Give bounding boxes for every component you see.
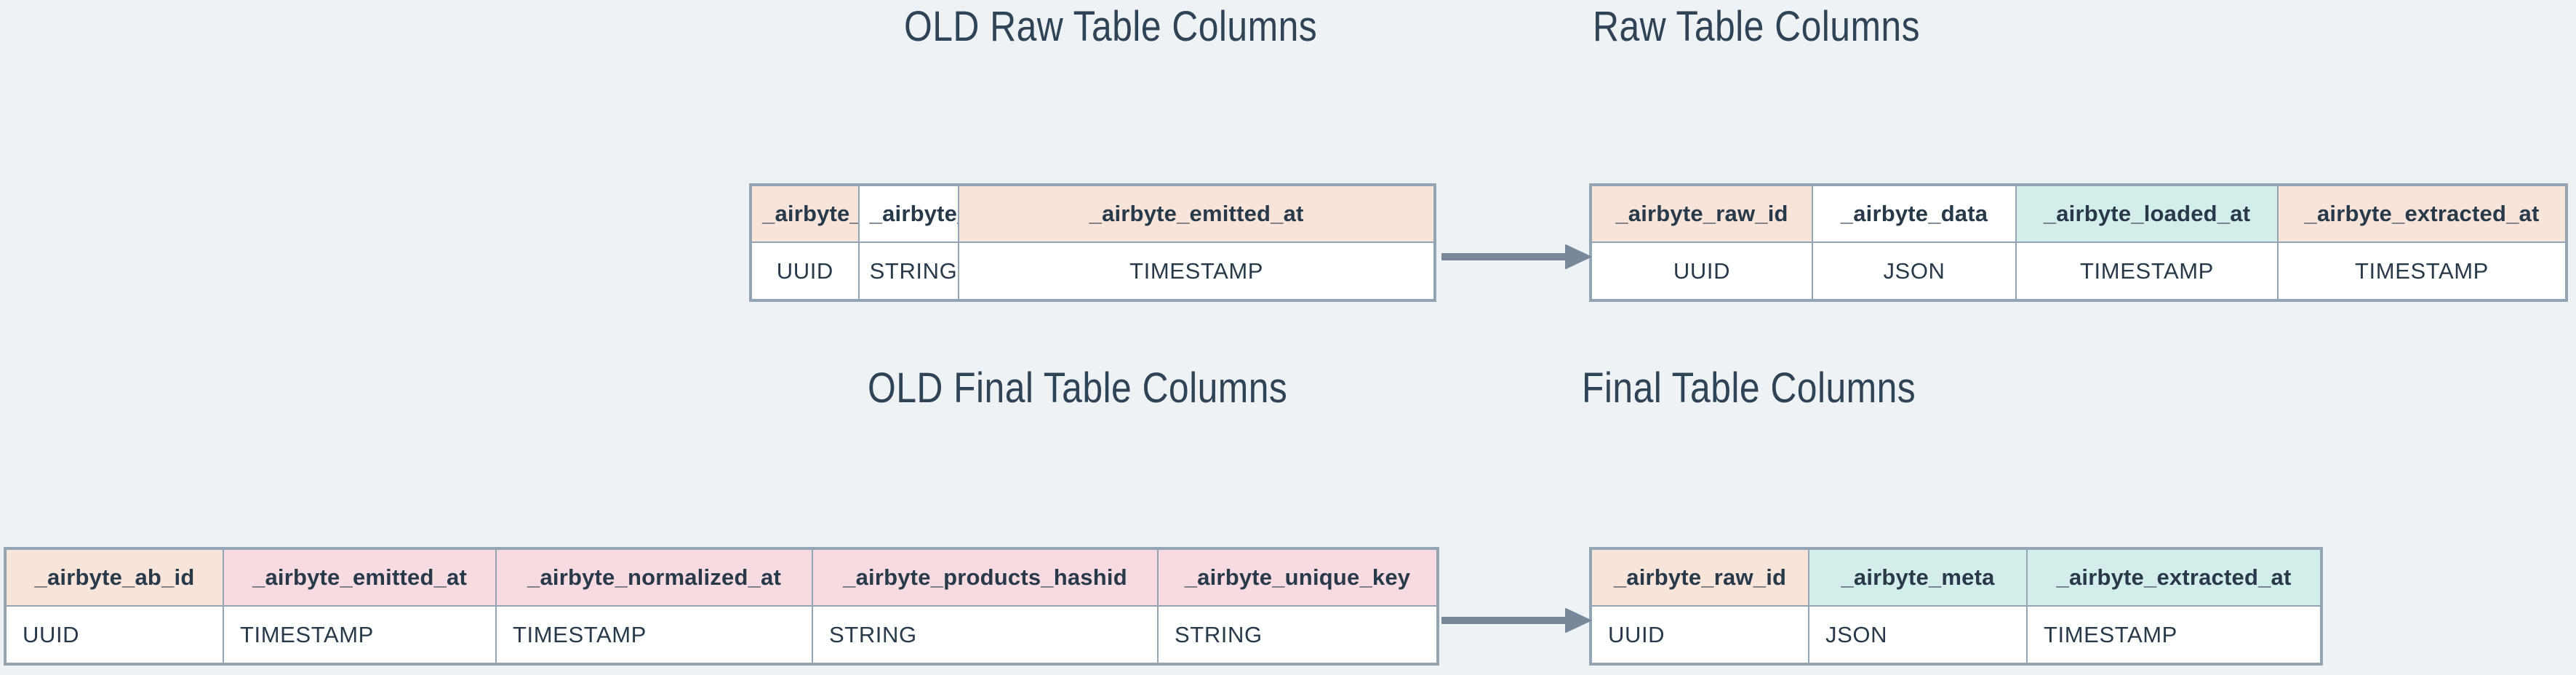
column-header-cell: _airbyte_loaded_at: [2015, 184, 2279, 243]
column-header-cell: _airbyte_normalized_at: [495, 548, 813, 607]
column-header-cell: _airbyte_emitted_at: [223, 548, 497, 607]
title-new-final-table: Final Table Columns: [1582, 364, 1916, 412]
column-type-cell: UUID: [750, 241, 860, 301]
column-type-cell: STRING: [1157, 605, 1439, 665]
column-type-cell: TIMESTAMP: [2026, 605, 2322, 665]
table-header-row: _airbyte_raw_id _airbyte_data _airbyte_l…: [1590, 184, 2567, 243]
arrow-right-icon: [1441, 608, 1591, 633]
column-type-cell: TIMESTAMP: [2277, 241, 2567, 301]
column-header-cell: _airbyte_ab_id: [4, 548, 224, 607]
column-type-cell: TIMESTAMP: [958, 241, 1436, 301]
title-old-final-table: OLD Final Table Columns: [868, 364, 1288, 412]
arrow-right-icon: [1441, 244, 1591, 269]
column-type-cell: TIMESTAMP: [2015, 241, 2279, 301]
column-header-cell: _airbyte_ab_id: [750, 184, 860, 243]
old-final-table: _airbyte_ab_id _airbyte_emitted_at _airb…: [4, 547, 1439, 666]
column-header-cell: _airbyte_unique_key: [1157, 548, 1439, 607]
column-type-cell: UUID: [4, 605, 224, 665]
new-final-table: _airbyte_raw_id _airbyte_meta _airbyte_e…: [1589, 547, 2323, 666]
column-type-cell: TIMESTAMP: [223, 605, 497, 665]
column-header-cell: _airbyte_data: [1812, 184, 2017, 243]
title-new-raw-table: Raw Table Columns: [1593, 3, 1920, 50]
column-type-cell: STRING: [857, 241, 960, 301]
table-header-row: _airbyte_ab_id _airbyte_data _airbyte_em…: [750, 184, 1436, 243]
column-header-cell: _airbyte_extracted_at: [2026, 548, 2322, 607]
new-raw-table: _airbyte_raw_id _airbyte_data _airbyte_l…: [1589, 183, 2568, 302]
table-row: UUID STRING TIMESTAMP: [750, 241, 1436, 301]
column-type-cell: STRING: [812, 605, 1159, 665]
title-old-raw-table: OLD Raw Table Columns: [904, 3, 1318, 50]
old-raw-table: _airbyte_ab_id _airbyte_data _airbyte_em…: [749, 183, 1436, 302]
column-type-cell: UUID: [1590, 605, 1809, 665]
column-type-cell: JSON: [1808, 605, 2028, 665]
table-row: UUID JSON TIMESTAMP TIMESTAMP: [1590, 241, 2567, 301]
table-row: UUID TIMESTAMP TIMESTAMP STRING STRING: [4, 605, 1439, 665]
column-header-cell: _airbyte_emitted_at: [958, 184, 1436, 243]
column-type-cell: JSON: [1812, 241, 2017, 301]
column-type-cell: UUID: [1590, 241, 1813, 301]
column-type-cell: TIMESTAMP: [495, 605, 813, 665]
table-header-row: _airbyte_ab_id _airbyte_emitted_at _airb…: [4, 548, 1439, 607]
column-header-cell: _airbyte_raw_id: [1590, 548, 1809, 607]
table-header-row: _airbyte_raw_id _airbyte_meta _airbyte_e…: [1590, 548, 2322, 607]
table-row: UUID JSON TIMESTAMP: [1590, 605, 2322, 665]
column-header-cell: _airbyte_products_hashid: [812, 548, 1159, 607]
column-header-cell: _airbyte_extracted_at: [2277, 184, 2567, 243]
column-header-cell: _airbyte_raw_id: [1590, 184, 1813, 243]
column-header-cell: _airbyte_data: [857, 184, 960, 243]
column-header-cell: _airbyte_meta: [1808, 548, 2028, 607]
